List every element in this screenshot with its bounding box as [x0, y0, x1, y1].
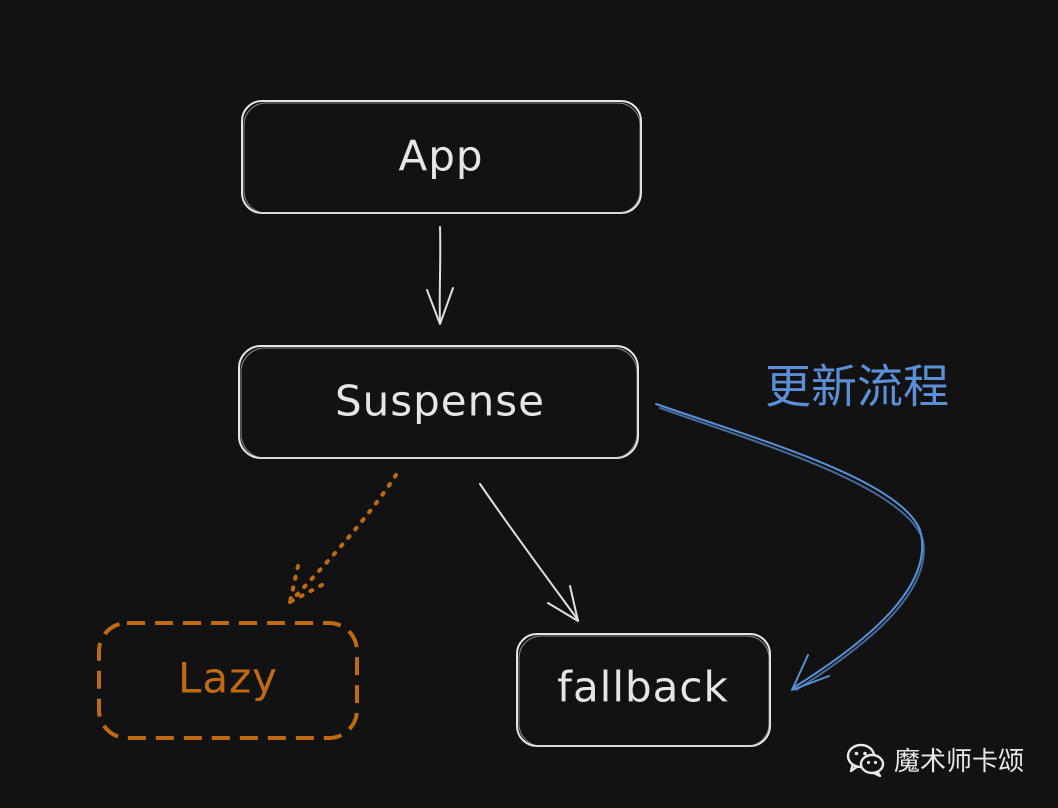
- node-lazy-label: Lazy: [178, 654, 278, 703]
- node-app-label: App: [398, 132, 483, 181]
- wechat-icon: [846, 743, 885, 777]
- node-fallback: fallback: [516, 633, 771, 747]
- node-app-box-sketch: [243, 102, 641, 214]
- update-flow-annotation: 更新流程: [765, 360, 949, 414]
- edge-suspense-to-fallback-arrowhead: [547, 585, 579, 622]
- node-suspense: Suspense: [238, 345, 639, 459]
- node-suspense-label: Suspense: [335, 377, 545, 426]
- edge-suspense-to-fallback-line: [479, 483, 579, 621]
- node-app: App: [241, 100, 642, 214]
- edge-update-flow-line-sketch: [659, 407, 925, 691]
- edge-app-to-suspense: [426, 226, 454, 325]
- edge-suspense-to-fallback: [479, 483, 579, 622]
- watermark: 魔术师卡颂: [846, 741, 1024, 778]
- node-lazy: Lazy: [97, 621, 359, 740]
- watermark-text: 魔术师卡颂: [893, 747, 1024, 777]
- node-fallback-box-sketch: [518, 635, 770, 747]
- edge-update-flow: [655, 403, 925, 691]
- edge-update-flow-line: [655, 403, 924, 689]
- node-fallback-label: fallback: [557, 663, 729, 712]
- node-lazy-box: [97, 621, 359, 740]
- edge-update-flow-arrowhead: [791, 654, 830, 691]
- edge-suspense-to-lazy: [288, 473, 398, 604]
- edge-app-to-suspense-line: [438, 226, 442, 324]
- edge-app-to-suspense-arrowhead: [426, 287, 454, 325]
- node-suspense-box-sketch: [240, 347, 638, 459]
- edge-suspense-to-lazy-line: [288, 473, 398, 604]
